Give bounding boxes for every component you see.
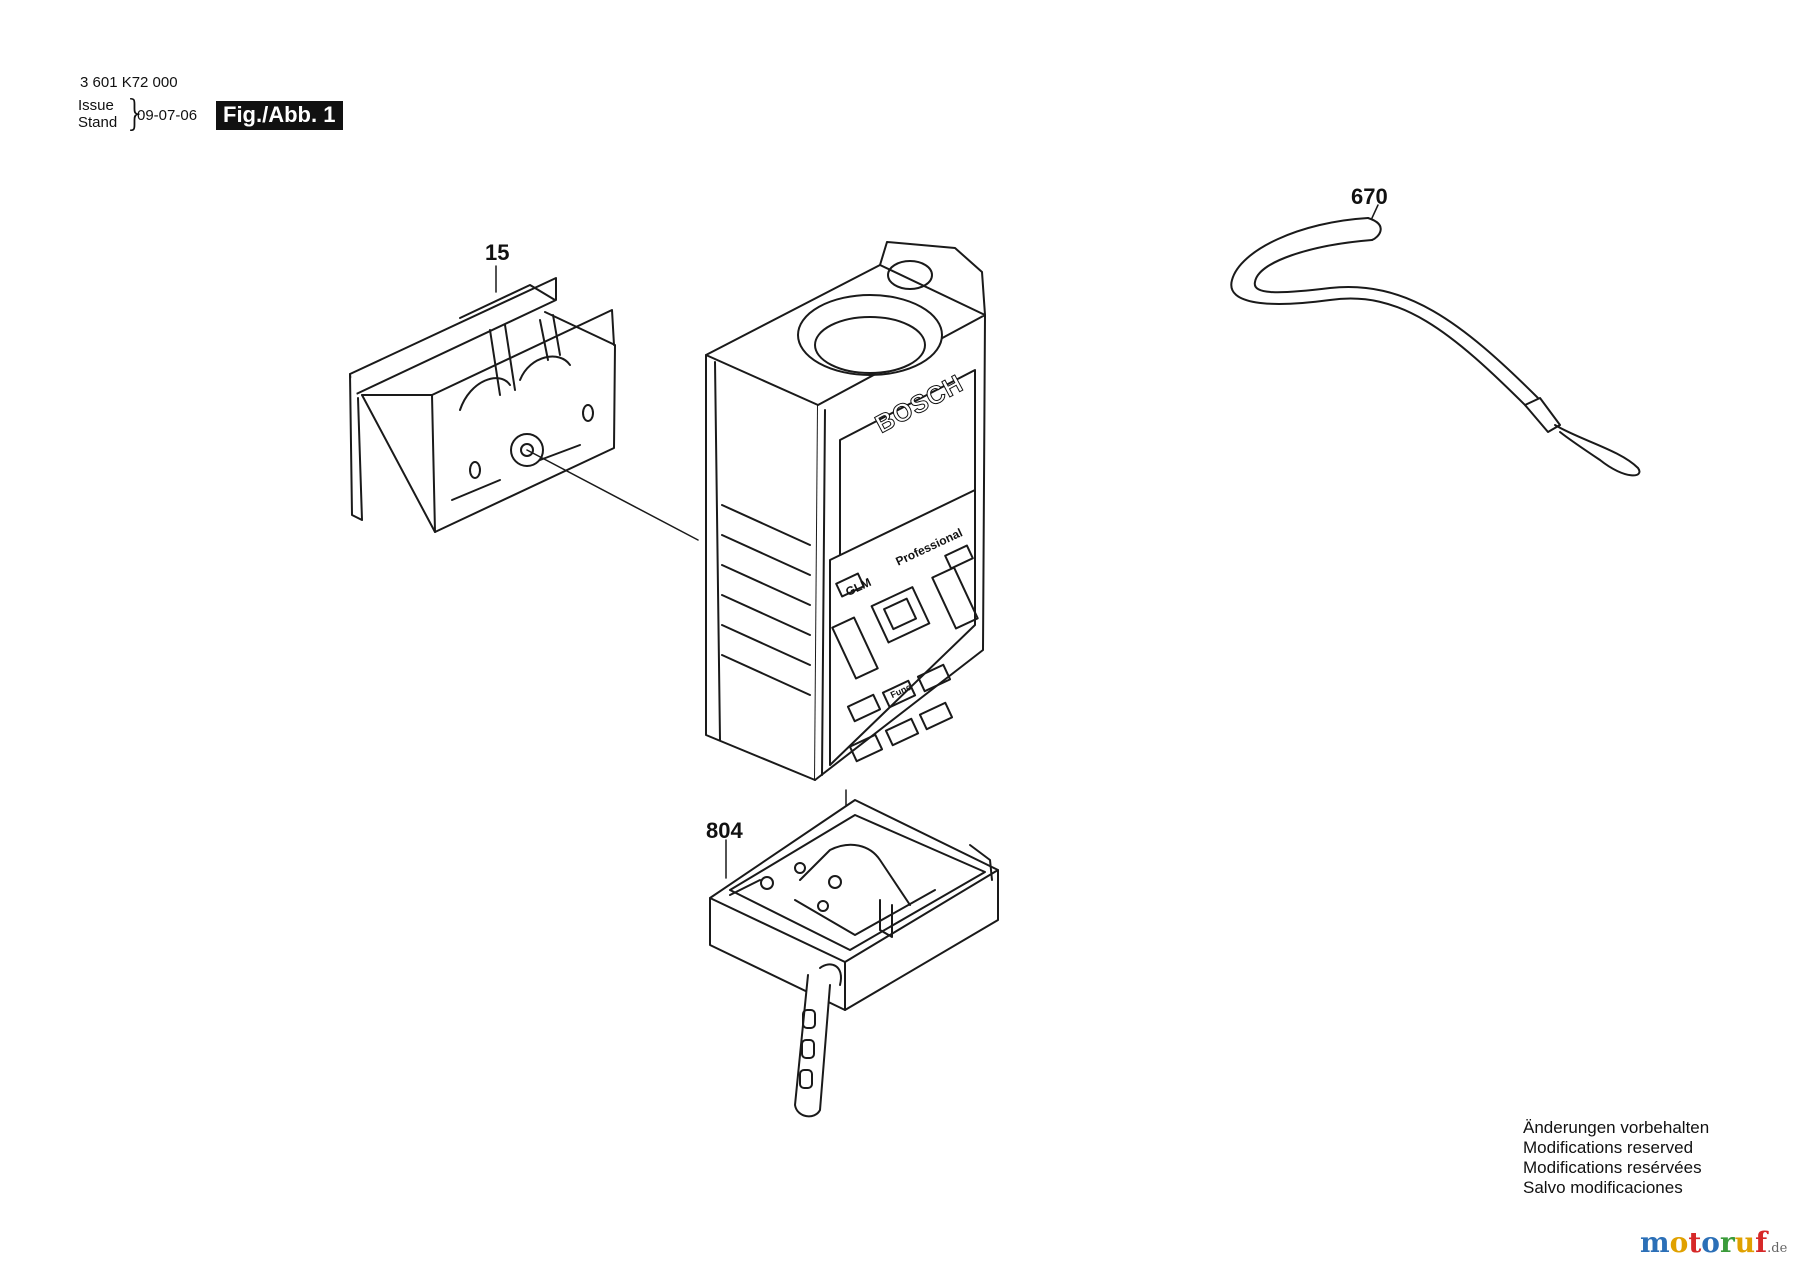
modification-notes: Änderungen vorbehalten Modifications res… <box>1523 1118 1709 1198</box>
watermark-name: motoruf <box>1640 1226 1767 1259</box>
watermark-letter: f <box>1755 1226 1768 1259</box>
issue-stand-labels: Issue Stand <box>78 97 117 131</box>
watermark-logo: motoruf.de <box>1640 1226 1787 1259</box>
part-number: 3 601 K72 000 <box>80 74 178 91</box>
issue-label: Issue <box>78 97 114 114</box>
callout-battery-cover: 15 <box>485 240 510 265</box>
watermark-letter: u <box>1734 1226 1756 1259</box>
watermark-letter: t <box>1688 1226 1702 1259</box>
note-german: Änderungen vorbehalten <box>1523 1118 1710 1137</box>
issue-date: 09-07-06 <box>137 107 198 124</box>
callout-wrist-strap: 670 <box>1351 184 1388 209</box>
stand-label: Stand <box>78 114 118 131</box>
note-english: Modifications reserved <box>1523 1138 1694 1157</box>
wrist-strap-part <box>1230 217 1641 477</box>
watermark-tld: .de <box>1767 1241 1788 1256</box>
laser-distance-meter <box>705 241 986 781</box>
note-spanish: Salvo modificaciones <box>1523 1178 1683 1197</box>
watermark-letter: m <box>1640 1226 1670 1259</box>
watermark-letter: o <box>1701 1226 1720 1259</box>
watermark-letter: o <box>1669 1226 1689 1259</box>
watermark-letter: r <box>1719 1226 1735 1259</box>
battery-cover-part <box>349 277 616 533</box>
figure-label: Fig./Abb. 1 <box>216 101 344 130</box>
end-piece-part <box>709 799 999 1118</box>
note-french: Modifications resérvées <box>1523 1158 1702 1177</box>
callout-end-piece: 804 <box>706 818 743 843</box>
brace-glyph: } <box>124 93 147 134</box>
